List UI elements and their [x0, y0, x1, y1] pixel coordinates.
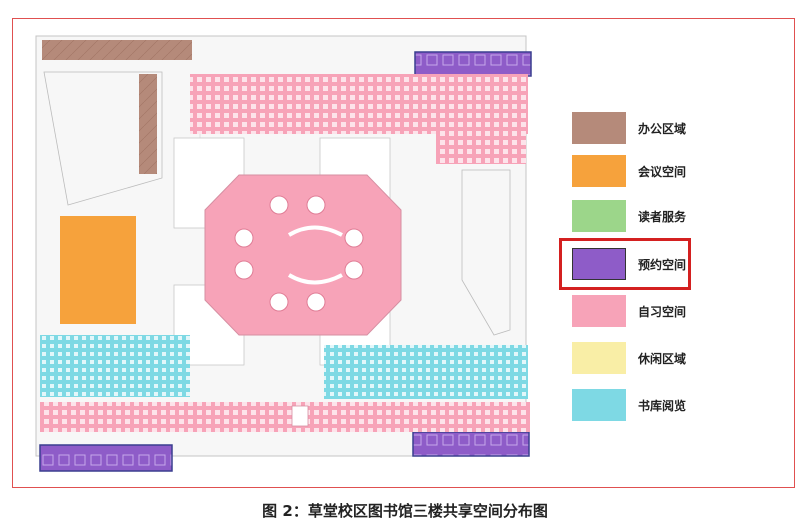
legend-item-reading: 书库阅览 [572, 387, 686, 423]
legend-label-reader-service: 读者服务 [638, 209, 687, 224]
office-area-top-left [42, 40, 192, 60]
reading-area-left [40, 335, 190, 397]
reservation-rooms-top-right [414, 51, 532, 77]
legend-item-leisure: 休闲区域 [572, 340, 686, 376]
legend-label-self-study: 自习空间 [638, 304, 687, 319]
legend-item-meeting: 会议空间 [572, 153, 686, 189]
legend-swatch-self-study [572, 295, 626, 327]
legend-item-self-study: 自习空间 [572, 293, 686, 329]
legend-swatch-office [572, 112, 626, 144]
reservation-rooms-bottom-left [39, 444, 173, 472]
legend-item-reservation: 预约空间 [572, 246, 686, 282]
legend-swatch-reservation [572, 248, 626, 280]
legend-label-reading: 书库阅览 [638, 398, 687, 413]
round-tables [234, 195, 364, 312]
legend-label-office: 办公区域 [638, 121, 687, 136]
office-area-column [139, 74, 157, 174]
self-study-area-top-right [436, 134, 526, 164]
legend-swatch-leisure [572, 342, 626, 374]
self-study-area-bottom [40, 402, 530, 432]
legend-swatch-meeting [572, 155, 626, 187]
self-study-area-top [190, 74, 528, 134]
legend-item-reader-service: 读者服务 [572, 198, 686, 234]
central-self-study-hall [204, 174, 402, 336]
figure-caption: 图 2：草堂校区图书馆三楼共享空间分布图 [262, 502, 548, 520]
legend-swatch-reader-service [572, 200, 626, 232]
floor-plan [35, 35, 532, 472]
reservation-rooms-bottom-right [412, 431, 530, 457]
legend-label-leisure: 休闲区域 [638, 351, 687, 366]
legend-item-office: 办公区域 [572, 110, 686, 146]
reading-area-right [324, 345, 528, 399]
legend-label-reservation: 预约空间 [638, 257, 687, 272]
meeting-space [60, 216, 136, 324]
legend-label-meeting: 会议空间 [638, 164, 687, 179]
legend-swatch-reading [572, 389, 626, 421]
